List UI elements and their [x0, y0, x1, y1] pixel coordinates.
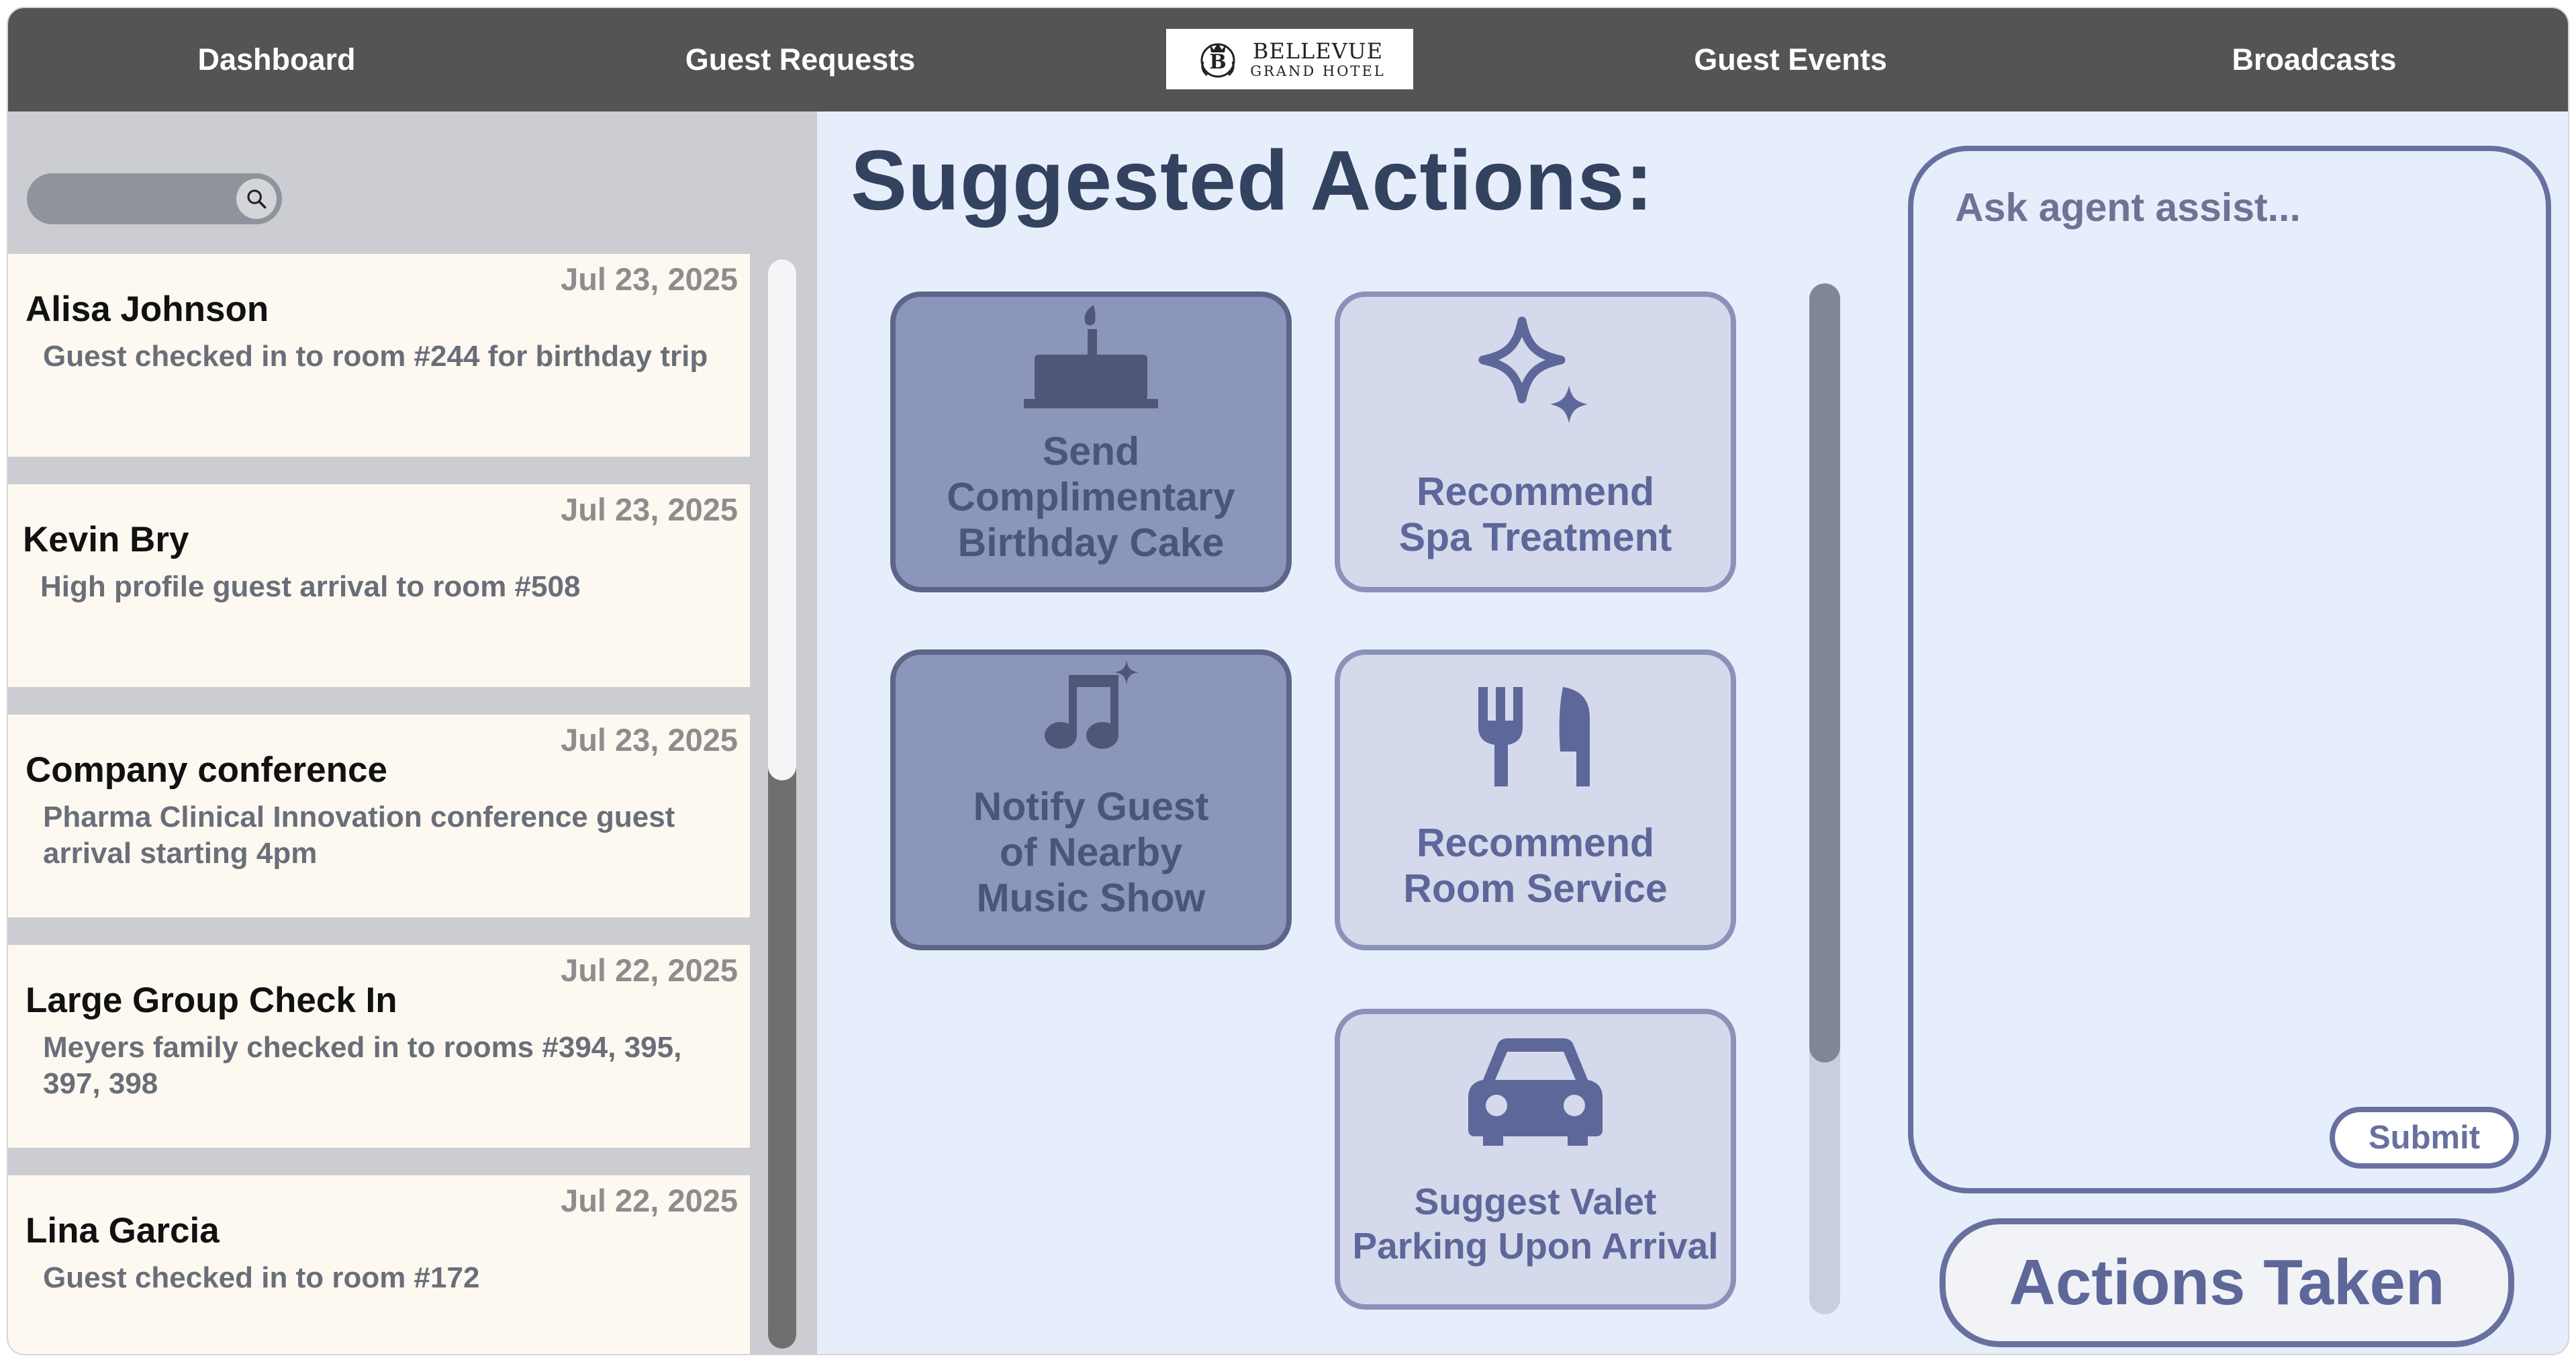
card-date: Jul 23, 2025	[561, 722, 738, 758]
submit-button[interactable]: Submit	[2330, 1107, 2519, 1169]
fork-knife-icon	[1478, 687, 1590, 786]
card-description: Guest checked in to room #244 for birthd…	[43, 340, 708, 373]
card-date: Jul 23, 2025	[561, 261, 738, 297]
event-card[interactable]: Jul 22, 2025 Large Group Check In Meyers…	[8, 945, 750, 1148]
card-description: Pharma Clinical Innovation conference gu…	[43, 801, 675, 870]
logo-name: BELLEVUE	[1252, 38, 1384, 64]
action-valet-parking[interactable]: Suggest Valet Parking Upon Arrival	[1335, 1009, 1736, 1310]
card-title: Alisa Johnson	[26, 289, 269, 329]
action-label: Suggest Valet Parking Upon Arrival	[1352, 1181, 1719, 1267]
sparkle-icon	[1478, 316, 1588, 423]
event-card[interactable]: Jul 23, 2025 Kevin Bry High profile gues…	[8, 484, 750, 687]
card-title: Kevin Bry	[23, 520, 189, 559]
app-frame: Dashboard Guest Requests B BELLEVUE GRAN…	[7, 7, 2569, 1355]
event-card[interactable]: Jul 22, 2025 Lina Garcia Guest checked i…	[8, 1175, 750, 1354]
crest-icon: B	[1200, 43, 1235, 78]
nav-guest-requests[interactable]: Guest Requests	[685, 42, 916, 77]
actions-scrollbar-thumb[interactable]	[1809, 283, 1840, 1062]
logo-subtitle: GRAND HOTEL	[1250, 63, 1386, 79]
search-button[interactable]	[236, 179, 277, 219]
action-spa-treatment[interactable]: Recommend Spa Treatment	[1335, 291, 1736, 592]
nav-broadcasts[interactable]: Broadcasts	[2232, 42, 2397, 77]
nav-guest-events[interactable]: Guest Events	[1694, 42, 1887, 77]
actions-taken-button[interactable]: Actions Taken	[1940, 1218, 2514, 1347]
card-date: Jul 23, 2025	[561, 492, 738, 527]
action-label: Recommend Spa Treatment	[1398, 469, 1672, 559]
agent-assist-textarea[interactable]: Ask agent assist... Submit	[1908, 146, 2551, 1193]
event-card[interactable]: Jul 23, 2025 Company conference Pharma C…	[8, 715, 750, 917]
card-description: High profile guest arrival to room #508	[40, 570, 581, 603]
action-label: Recommend Room Service	[1403, 821, 1668, 911]
assist-placeholder: Ask agent assist...	[1955, 185, 2301, 230]
card-date: Jul 22, 2025	[561, 952, 738, 988]
hotel-logo: B BELLEVUE GRAND HOTEL	[1166, 29, 1413, 89]
sidebar-scrollbar-thumb[interactable]	[768, 259, 796, 780]
car-icon	[1468, 1038, 1603, 1146]
event-card[interactable]: Jul 23, 2025 Alisa Johnson Guest checked…	[8, 254, 750, 457]
music-note-icon	[1045, 660, 1139, 749]
card-title: Lina Garcia	[26, 1211, 220, 1251]
nav-dashboard[interactable]: Dashboard	[197, 42, 356, 77]
card-title: Large Group Check In	[26, 981, 397, 1020]
cake-icon	[1024, 305, 1158, 408]
action-music-show[interactable]: Notify Guest of Nearby Music Show	[890, 649, 1292, 950]
card-description: Meyers family checked in to rooms #394, …	[43, 1031, 682, 1100]
top-nav: Dashboard Guest Requests B BELLEVUE GRAN…	[8, 8, 2568, 111]
action-label: Notify Guest of Nearby Music Show	[973, 784, 1209, 920]
card-description: Guest checked in to room #172	[43, 1261, 480, 1294]
logo-text: BELLEVUE GRAND HOTEL	[1250, 39, 1385, 79]
action-room-service[interactable]: Recommend Room Service	[1335, 649, 1736, 950]
action-birthday-cake[interactable]: Send Complimentary Birthday Cake	[890, 291, 1292, 592]
page-title: Suggested Actions:	[851, 133, 1654, 228]
event-sidebar: Jul 23, 2025 Alisa Johnson Guest checked…	[8, 111, 817, 1354]
search-input[interactable]	[27, 173, 282, 224]
card-title: Company conference	[26, 750, 387, 790]
search-icon	[247, 189, 267, 209]
card-date: Jul 22, 2025	[561, 1183, 738, 1218]
svg-text:B: B	[1210, 50, 1227, 74]
action-label: Send Complimentary Birthday Cake	[947, 429, 1235, 565]
